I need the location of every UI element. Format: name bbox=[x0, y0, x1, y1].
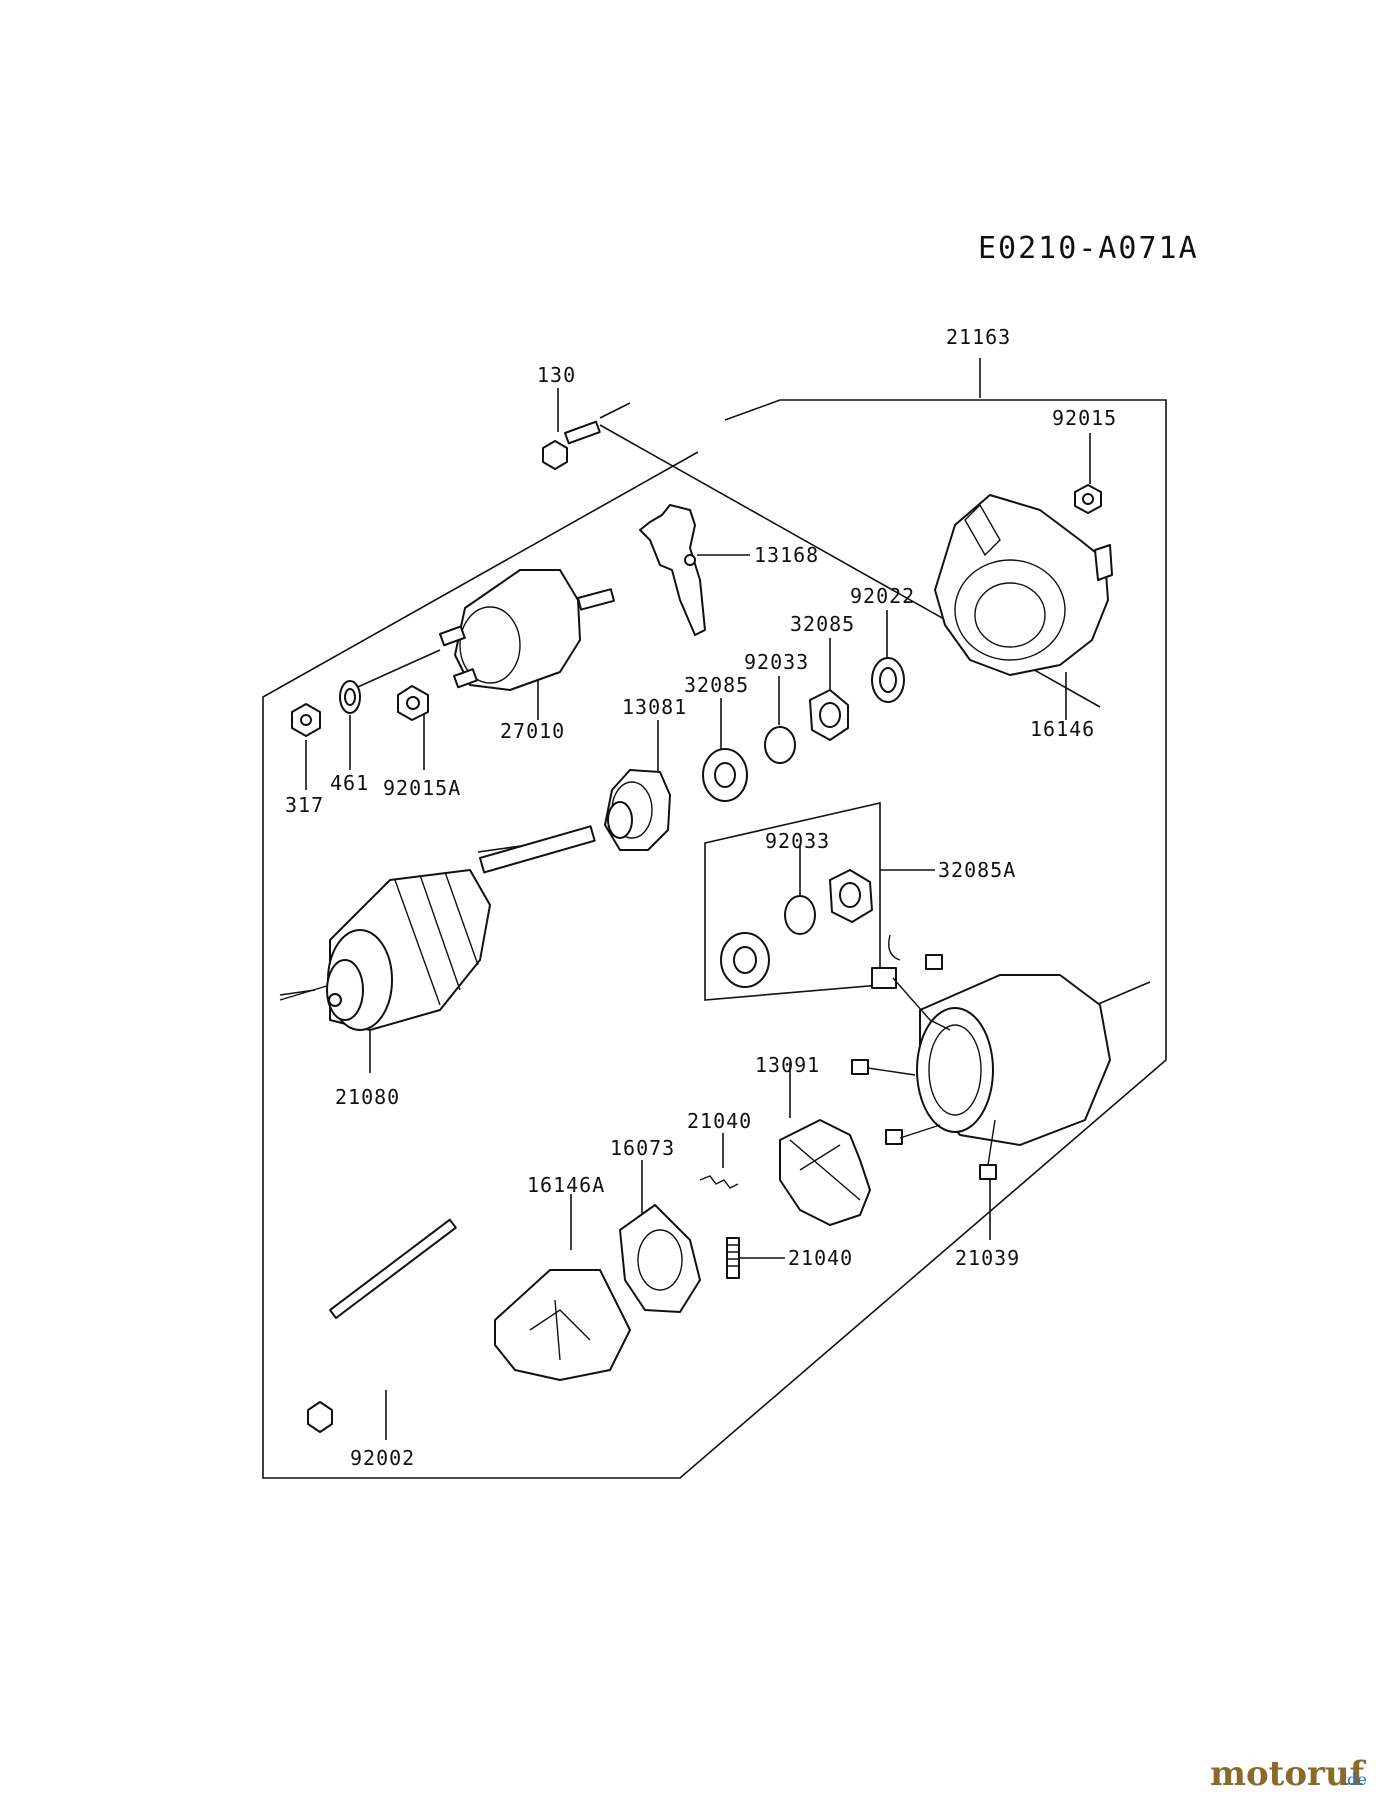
label-32085-lower: 32085 bbox=[684, 673, 749, 697]
part-collar-kit-lower bbox=[720, 932, 770, 988]
part-nut-317 bbox=[291, 703, 321, 737]
watermark-brand: motoruf bbox=[1210, 1754, 1367, 1794]
watermark-tld: .de bbox=[1342, 1770, 1367, 1789]
part-armature-21080 bbox=[279, 825, 596, 1031]
part-lever-13168 bbox=[639, 504, 706, 636]
label-21040-upper: 21040 bbox=[687, 1109, 752, 1133]
label-92002: 92002 bbox=[350, 1446, 415, 1470]
part-solenoid-27010 bbox=[438, 569, 615, 691]
part-washer-461 bbox=[339, 680, 361, 714]
label-27010: 27010 bbox=[500, 719, 565, 743]
part-yoke-21039 bbox=[851, 934, 1111, 1180]
diagram-code: E0210-A071A bbox=[978, 231, 1199, 266]
part-spring-21040-b bbox=[726, 1237, 740, 1279]
part-ring-92033-upper bbox=[764, 726, 796, 764]
part-washer-92022 bbox=[871, 657, 905, 703]
label-92015A: 92015A bbox=[383, 776, 461, 800]
label-130: 130 bbox=[537, 363, 576, 387]
part-collar-kit-upper bbox=[829, 869, 873, 923]
label-92015: 92015 bbox=[1052, 406, 1117, 430]
leader-lines bbox=[279, 358, 1151, 1440]
label-13081: 13081 bbox=[622, 695, 687, 719]
label-21039: 21039 bbox=[955, 1246, 1020, 1270]
label-92022: 92022 bbox=[850, 584, 915, 608]
part-nut-92015 bbox=[1074, 484, 1102, 514]
label-92033-upper: 92033 bbox=[744, 650, 809, 674]
part-ring-92033-kit bbox=[784, 895, 816, 935]
label-32085-upper: 32085 bbox=[790, 612, 855, 636]
part-labels: 130 21163 92015 13168 92022 32085 92033 … bbox=[285, 325, 1117, 1470]
part-collar-32085-upper bbox=[809, 689, 849, 741]
part-bolt-92002 bbox=[307, 1218, 457, 1433]
label-92033-kit: 92033 bbox=[765, 829, 830, 853]
label-16073: 16073 bbox=[610, 1136, 675, 1160]
watermark-logo: motoruf .de bbox=[1210, 1754, 1367, 1794]
part-housing-16146 bbox=[934, 494, 1113, 676]
part-collar-32085-lower bbox=[702, 748, 748, 802]
part-spring-21040-a bbox=[699, 1175, 739, 1189]
label-32085A: 32085A bbox=[938, 858, 1016, 882]
label-13168: 13168 bbox=[754, 543, 819, 567]
label-21040-lower: 21040 bbox=[788, 1246, 853, 1270]
part-pinion-13081 bbox=[604, 769, 671, 851]
label-21163: 21163 bbox=[946, 325, 1011, 349]
label-16146A: 16146A bbox=[527, 1173, 605, 1197]
label-16146: 16146 bbox=[1030, 717, 1095, 741]
label-21080: 21080 bbox=[335, 1085, 400, 1109]
label-461: 461 bbox=[330, 771, 369, 795]
part-brush-holder-13091 bbox=[779, 1119, 871, 1226]
part-nut-92015A bbox=[397, 685, 429, 721]
part-plate-16073 bbox=[619, 1204, 701, 1313]
part-cover-16146A bbox=[494, 1269, 631, 1381]
label-13091: 13091 bbox=[755, 1053, 820, 1077]
label-317: 317 bbox=[285, 793, 324, 817]
part-bolt-130 bbox=[542, 420, 601, 470]
